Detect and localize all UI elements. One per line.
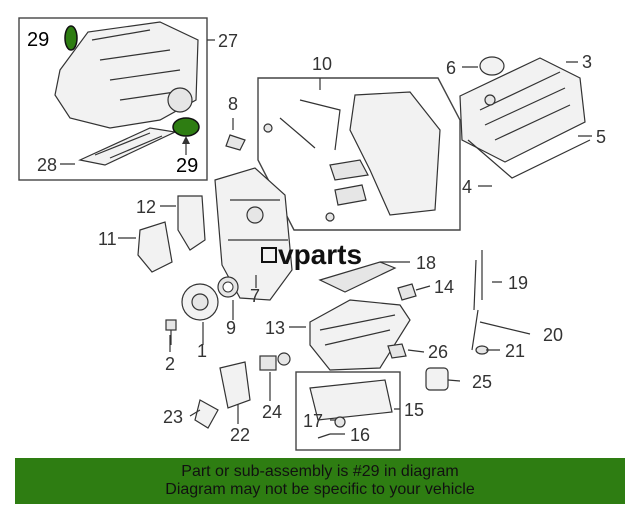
callout-12: 12	[136, 197, 156, 217]
highlight-part-29-upper[interactable]	[64, 25, 78, 51]
callout-3: 3	[582, 52, 592, 72]
callout-1: 1	[197, 341, 207, 361]
watermark-text: vparts	[278, 239, 362, 270]
callout-6: 6	[446, 58, 456, 78]
intake-manifold-inset-box	[18, 17, 208, 181]
front-cover-shape	[214, 167, 293, 301]
callout-29-upper: 29	[27, 29, 49, 51]
lower-oil-pan-box	[295, 371, 401, 451]
timing-parts-box	[257, 77, 461, 231]
highlight-part-29-lower[interactable]	[172, 117, 200, 137]
parts-diagram: 1 2 3 4 5 6 7 8 9 10 11 12 13 14 15 16 1…	[18, 17, 606, 451]
callout-17: 17	[303, 411, 323, 431]
callout-26: 26	[428, 342, 448, 362]
callout-15: 15	[404, 400, 424, 420]
callout-2: 2	[165, 354, 175, 374]
callout-14: 14	[434, 277, 454, 297]
info-banner: Part or sub-assembly is #29 in diagram D…	[15, 458, 625, 504]
callout-11: 11	[98, 229, 117, 249]
callout-29-lower: 29	[176, 155, 198, 177]
callout-16: 16	[350, 425, 370, 445]
callout-5: 5	[596, 127, 606, 147]
oil-pan-shape	[309, 299, 411, 371]
callout-28: 28	[37, 155, 57, 175]
callout-18: 18	[416, 253, 436, 273]
banner-line-2: Diagram may not be specific to your vehi…	[165, 481, 475, 498]
callout-22: 22	[230, 425, 250, 445]
callout-4: 4	[462, 177, 472, 197]
callout-19: 19	[508, 273, 528, 293]
intake-gasket-shape	[78, 127, 178, 166]
banner-line-1: Part or sub-assembly is #29 in diagram	[181, 463, 459, 480]
callout-21: 21	[505, 341, 525, 361]
vparts-watermark: vparts	[261, 239, 362, 270]
callout-27: 27	[218, 31, 238, 51]
callout-7: 7	[250, 286, 260, 306]
callout-13: 13	[265, 318, 285, 338]
callout-20: 20	[543, 325, 563, 345]
callout-10: 10	[312, 54, 332, 74]
valve-cover-shape	[459, 57, 586, 163]
callout-23: 23	[163, 407, 183, 427]
callout-9: 9	[226, 318, 236, 338]
callout-24: 24	[262, 402, 282, 422]
callout-8: 8	[228, 94, 238, 114]
callout-25: 25	[472, 372, 492, 392]
